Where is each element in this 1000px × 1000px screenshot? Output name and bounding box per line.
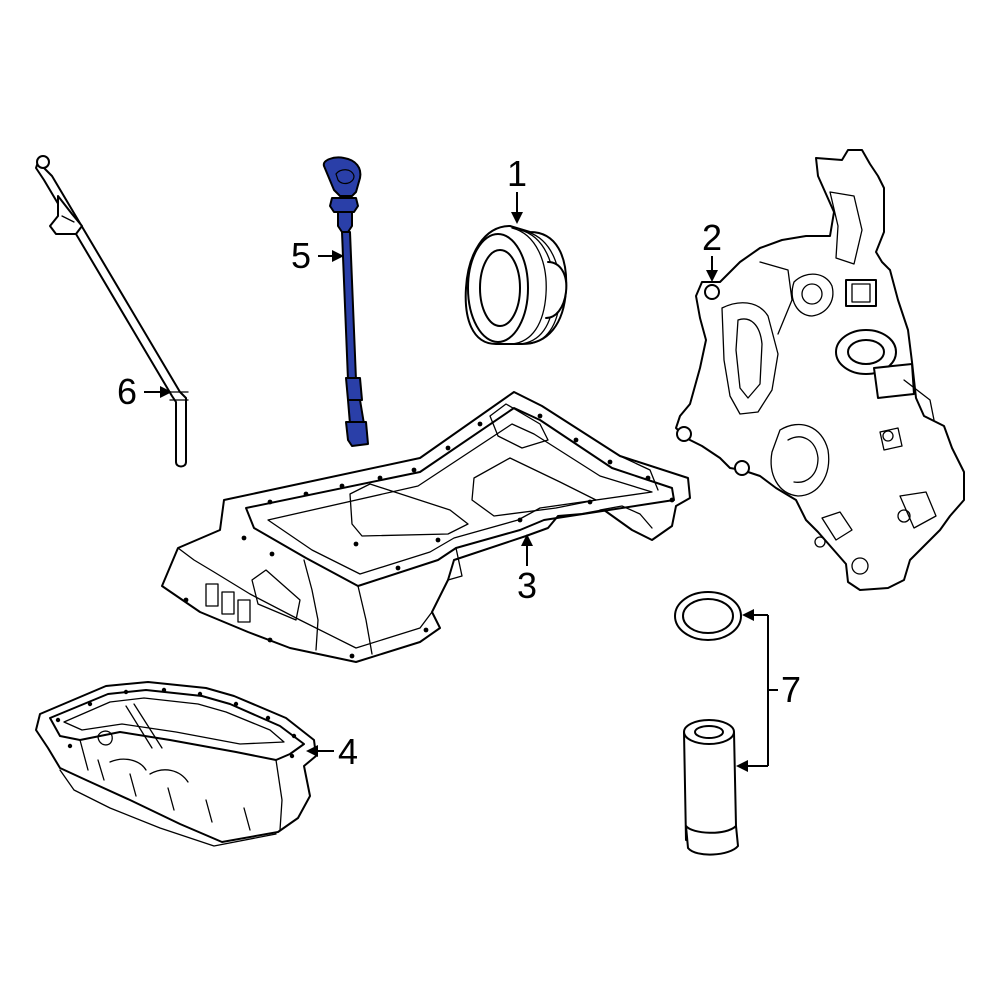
part-7-oil-filter-kit[interactable] [674, 591, 742, 856]
part-7-filter-element[interactable] [683, 719, 739, 856]
callout-3: 3 [517, 565, 537, 606]
callout-2: 2 [702, 217, 722, 258]
leader-lines [144, 192, 778, 772]
callout-labels: 1 2 3 4 5 6 7 [117, 153, 801, 772]
part-6-dipstick-tube[interactable] [35, 155, 189, 468]
callout-7: 7 [781, 669, 801, 710]
part-2-timing-cover[interactable] [675, 149, 965, 591]
part-5-dipstick[interactable] [322, 156, 369, 447]
callout-6: 6 [117, 371, 137, 412]
part-3-upper-oil-pan[interactable] [161, 391, 691, 663]
callout-5: 5 [291, 235, 311, 276]
part-1-pulley[interactable] [464, 225, 568, 345]
part-7-seal-ring[interactable] [674, 591, 742, 641]
callout-1: 1 [507, 153, 527, 194]
part-4-lower-oil-pan[interactable] [35, 681, 317, 847]
callout-4: 4 [338, 731, 358, 772]
